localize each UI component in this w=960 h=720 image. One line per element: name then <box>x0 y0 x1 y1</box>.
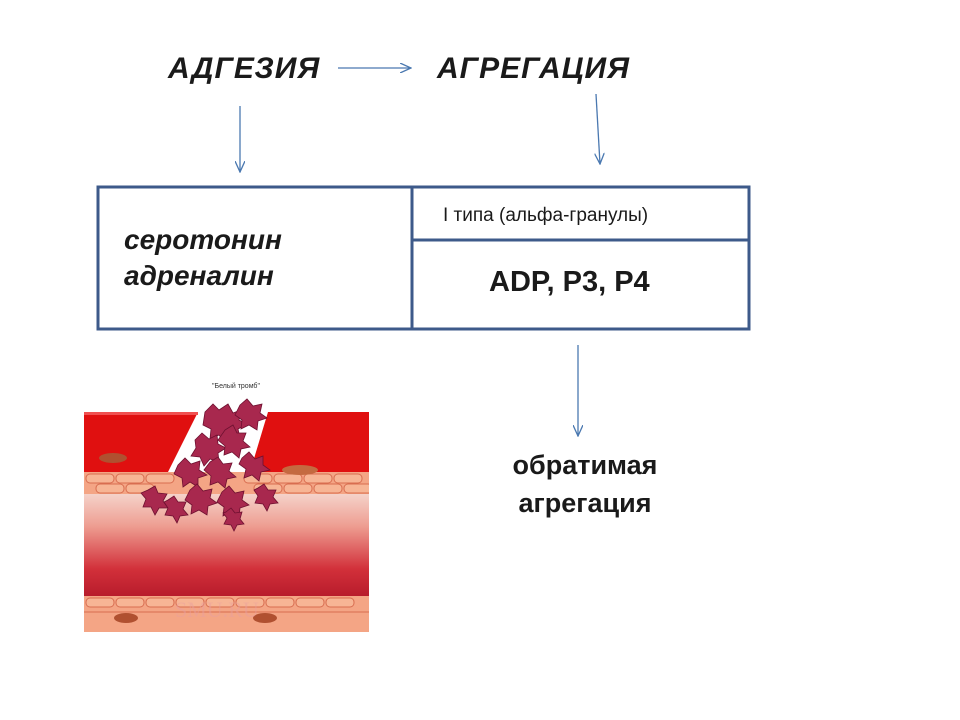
result-text: обратимая агрегация <box>490 446 680 522</box>
right-box <box>410 185 751 331</box>
aggregation-heading: АГРЕГАЦИЯ <box>437 52 630 85</box>
mediators-label: ADP, P3, P4 <box>489 266 650 298</box>
adrenaline-label: адреналин <box>124 260 274 291</box>
granule-type-label: I типа (альфа-гранулы) <box>443 205 649 226</box>
result-line1: обратимая <box>512 450 658 480</box>
result-line2: агрегация <box>518 488 652 518</box>
white-thrombus-caption: "Белый тромб" <box>212 383 260 390</box>
adhesion-heading: АДГЕЗИЯ <box>168 52 321 85</box>
serotonin-label: серотонин <box>124 224 282 255</box>
watermark-text: SMU.RU <box>175 597 259 622</box>
arrow-aggregation-down <box>596 93 600 164</box>
left-box-text: серотонин адреналин <box>124 222 282 294</box>
